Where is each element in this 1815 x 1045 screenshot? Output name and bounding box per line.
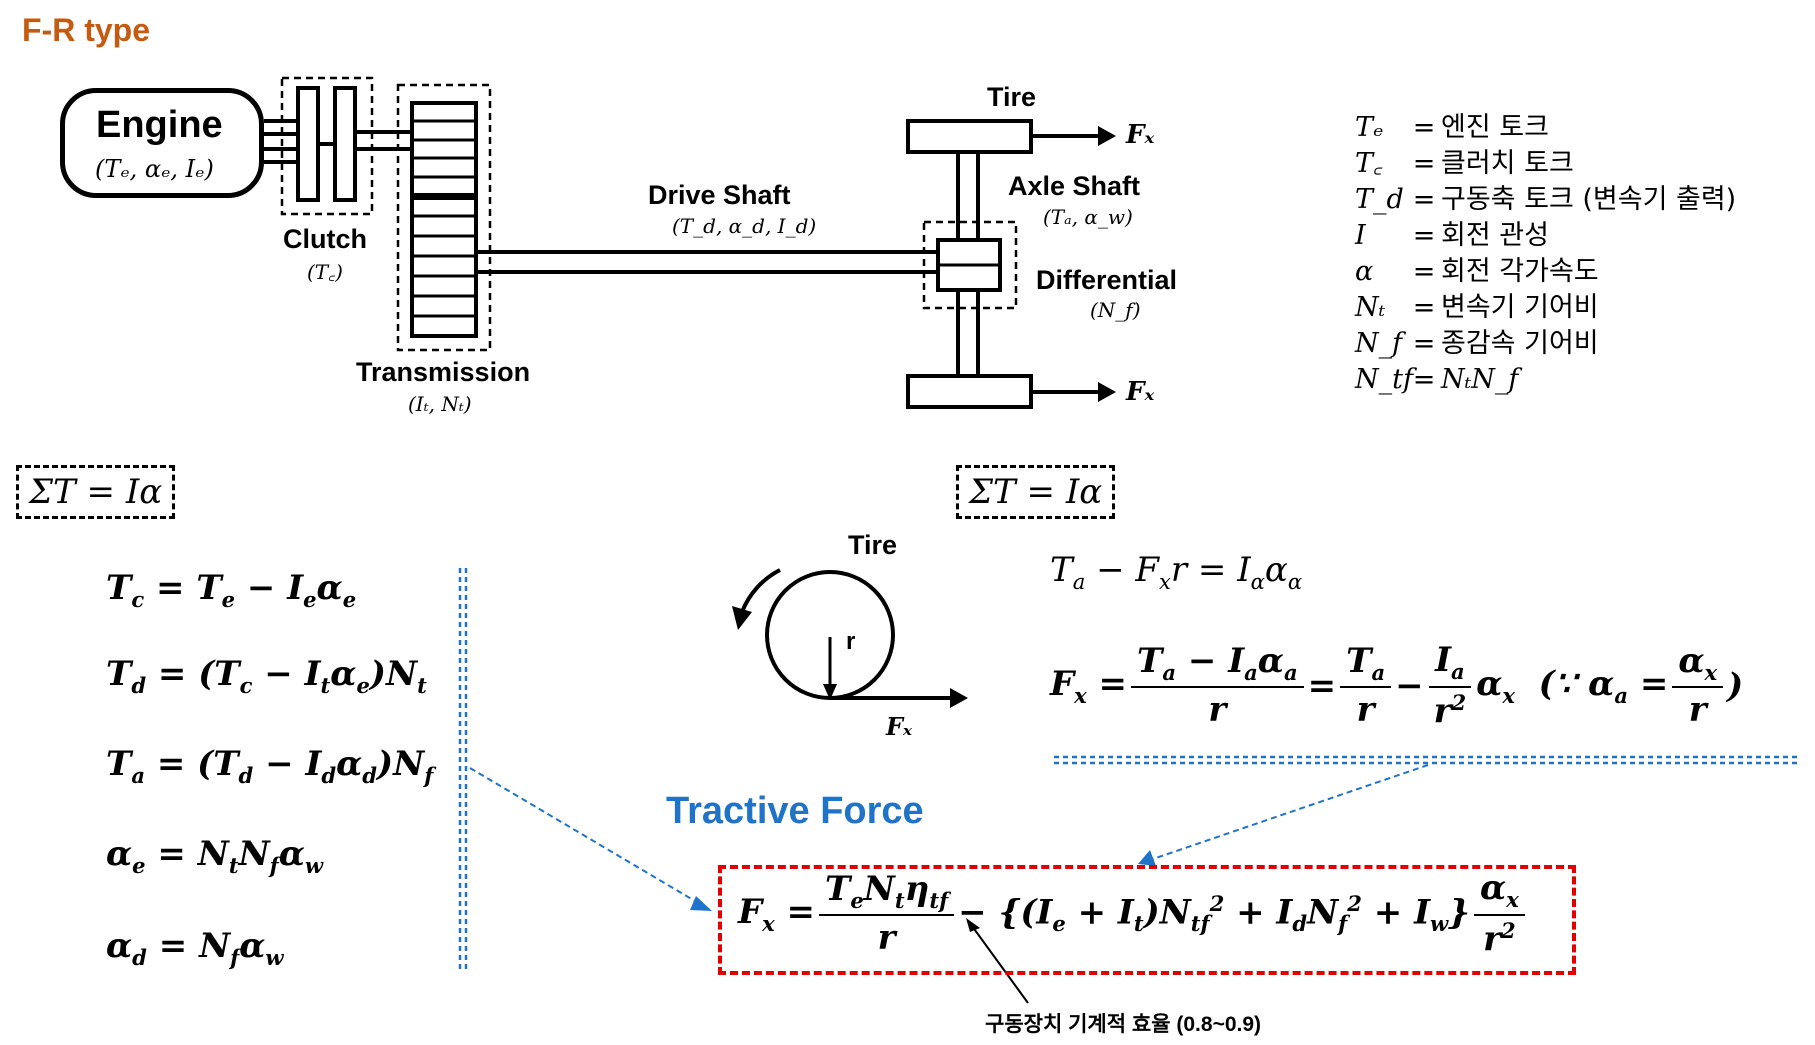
axle-shaft-label: Axle Shaft: [1008, 171, 1141, 201]
engine-label: Engine: [96, 104, 223, 146]
differential-dashed-box: [922, 220, 1018, 310]
legend-value: 회전 각가속도: [1441, 256, 1599, 287]
legend-item: T꜀=클러치 토크: [1355, 146, 1736, 182]
left-divider: [458, 568, 468, 970]
clutch-label: Clutch: [283, 224, 367, 254]
tire-top: [906, 119, 1033, 154]
transmission-gear-upper: [410, 101, 478, 197]
legend-value: 종감속 기어비: [1441, 328, 1599, 359]
legend-item: N_f=종감속 기어비: [1355, 326, 1736, 362]
legend-symbol: T꜀: [1355, 148, 1383, 179]
legend-item: T_d=구동축 토크 (변속기 출력): [1355, 182, 1736, 218]
clutch-dashed-box: [280, 76, 374, 216]
transmission-dashed-box: [396, 83, 492, 352]
tractive-force-box: [718, 865, 1576, 975]
legend-symbol: Tₑ: [1355, 112, 1384, 143]
engine-params: (Tₑ, αₑ, Iₑ): [95, 155, 214, 183]
engine-block: [60, 88, 264, 198]
differential-label: Differential: [1036, 265, 1178, 295]
clutch-params: (T꜀): [307, 260, 343, 284]
tractive-force-title: Tractive Force: [666, 790, 924, 832]
drive-shaft-params: (T_d, α_d, I_d): [672, 214, 817, 238]
legend-item: Tₑ=엔진 토크: [1355, 110, 1736, 146]
legend-symbol: T_d: [1355, 184, 1404, 215]
drive-shaft-label: Drive Shaft: [648, 180, 791, 210]
drive-shaft: [476, 250, 938, 274]
clutch-plate-2: [333, 86, 357, 202]
differential-params: (N_f): [1090, 298, 1141, 322]
legend-item: α=회전 각가속도: [1355, 254, 1736, 290]
efficiency-note: 구동장치 기계적 효율 (0.8~0.9): [985, 1013, 1262, 1036]
equation-clutch-torque: Tc = Te − Ieαe: [106, 568, 357, 612]
clutch-plate-1: [296, 86, 320, 202]
legend-symbol: I: [1355, 220, 1366, 251]
force-arrow-top: [1098, 126, 1116, 146]
legend-value: 클러치 토크: [1441, 148, 1574, 179]
equation-engine-accel: αe = NtNfαw: [106, 834, 324, 878]
legend-value: NₜN_f: [1441, 364, 1519, 395]
tire-force-label: Fₓ: [886, 712, 913, 741]
equation-tire-torque: Ta − Fxr = Iααα: [1050, 550, 1303, 594]
page-title: F-R type: [22, 12, 150, 48]
legend-value: 구동축 토크 (변속기 출력): [1441, 184, 1737, 215]
tire-force-arrow-icon: [950, 688, 968, 708]
axle-shaft: [956, 152, 980, 376]
legend-symbol: α: [1355, 256, 1374, 287]
transmission-gear-lower: [410, 196, 478, 338]
force-label-bottom: Fₓ: [1126, 377, 1155, 407]
legend-value: 변속기 기어비: [1441, 292, 1599, 323]
legend-item: N_tf=NₜN_f: [1355, 362, 1736, 398]
sum-rule-right: ΣT = Iα: [956, 465, 1116, 519]
rotation-arrow-icon: [740, 568, 781, 613]
legend-symbol: Nₜ: [1355, 292, 1386, 323]
tire-label: Tire: [987, 82, 1037, 112]
axle-shaft-params: (Tₐ, α_w): [1043, 205, 1133, 229]
legend-item: Nₜ=변속기 기어비: [1355, 290, 1736, 326]
legend-symbol: N_f: [1355, 328, 1403, 359]
equation-drive-torque: Td = (Tc − Itαe)Nt: [106, 654, 427, 698]
radius-label: r: [846, 628, 856, 655]
tire-bottom: [906, 374, 1033, 409]
legend-item: I=회전 관성: [1355, 218, 1736, 254]
sum-rule-left: ΣT = Iα: [16, 465, 176, 519]
force-label-top: Fₓ: [1126, 120, 1155, 150]
equation-drive-accel: αd = Nfαw: [106, 926, 284, 970]
transmission-label: Transmission: [356, 357, 531, 387]
arrow-head-left: [690, 896, 712, 911]
transmission-params: (Iₜ, Nₜ): [408, 392, 472, 416]
symbol-legend: Tₑ=엔진 토크 T꜀=클러치 토크 T_d=구동축 토크 (변속기 출력) I…: [1355, 110, 1736, 398]
right-divider: [1054, 755, 1798, 765]
radius-arrow-icon: [823, 684, 837, 700]
equation-axle-torque: Ta = (Td − Idαd)Nf: [106, 744, 434, 788]
legend-value: 회전 관성: [1441, 220, 1549, 251]
force-arrow-bottom: [1098, 382, 1116, 402]
note-arrow-icon: [966, 918, 980, 932]
arrow-head-right: [1138, 850, 1156, 866]
legend-value: 엔진 토크: [1441, 112, 1549, 143]
legend-symbol: N_tf: [1355, 364, 1413, 395]
tire-diagram-label: Tire: [848, 530, 898, 560]
